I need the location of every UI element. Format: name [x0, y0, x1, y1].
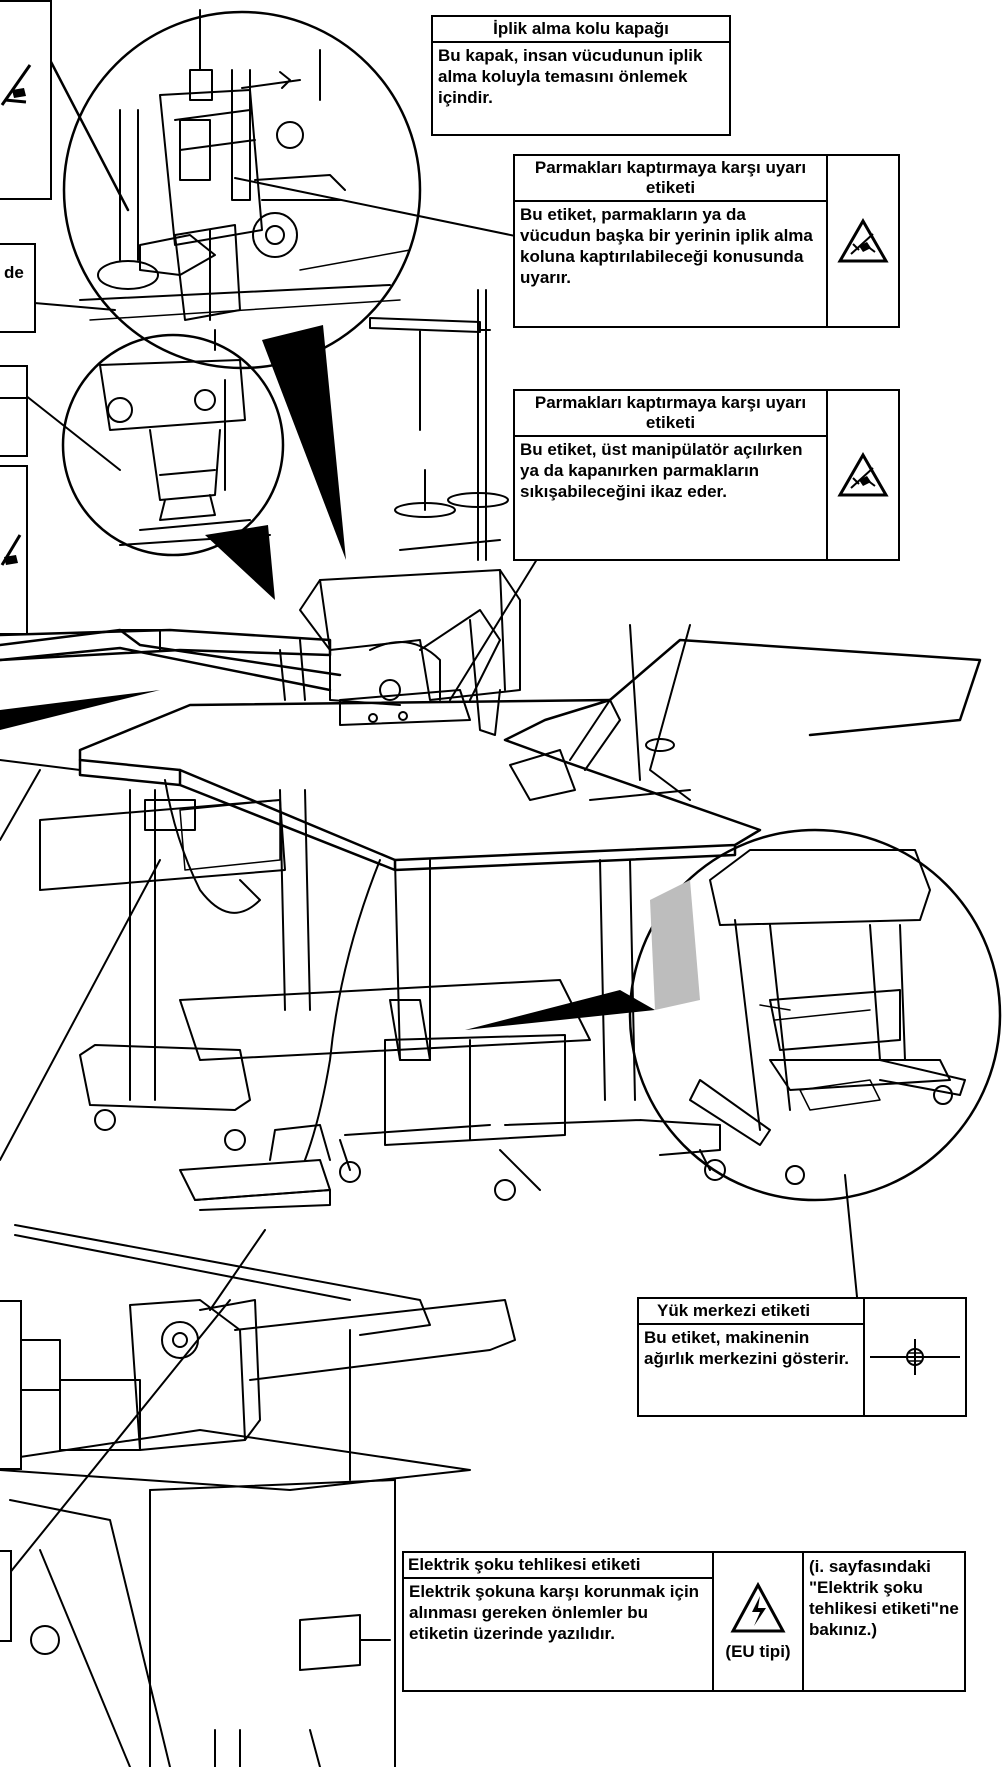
pointer-wedge: [205, 525, 275, 600]
hand-caught-warning-icon: [0, 64, 32, 106]
partial-label-text: de: [4, 263, 24, 282]
leader-thread-cover: [241, 79, 301, 89]
leader-load-center: [844, 1174, 859, 1308]
label-finger-warning-2: Parmakları kaptırmaya karşı uyarı etiket…: [513, 389, 900, 561]
label-title: Elektrik şoku tehlikesi etiketi: [404, 1553, 712, 1579]
machine-stand: [39, 624, 726, 1201]
center-of-gravity-icon: [870, 1339, 960, 1375]
label-body: Bu etiket, makinenin ağırlık merkezini g…: [644, 1328, 850, 1368]
thread-take-up-detail: [79, 9, 411, 351]
partial-label-box: [0, 0, 52, 200]
high-voltage-warning-icon: [730, 1581, 786, 1632]
leader-line: [48, 58, 130, 212]
label-note: (i. sayfasın­daki "Elektrik şoku tehlike…: [809, 1557, 959, 1639]
label-thread-take-up-cover: İplik alma kolu kapağı Bu kapak, insan v…: [431, 15, 731, 136]
partial-label-box: [0, 365, 28, 457]
detail-circle-presser: [61, 333, 285, 557]
pointer-wedge: [262, 325, 346, 560]
spool-stand: [369, 289, 509, 561]
partial-label-box: de: [0, 243, 36, 333]
label-load-center: Yük merkezi etiketi Bu etiket, makinenin…: [637, 1297, 967, 1417]
detail-circle-load-center: [628, 828, 1002, 1202]
partial-label-box: [0, 1300, 22, 1470]
hand-caught-warning-icon: [837, 218, 889, 263]
lower-detail-view: [0, 1224, 516, 1767]
label-title: İplik alma kolu kapağı: [433, 17, 729, 43]
label-finger-warning-1: Parmakları kaptırmaya karşı uyarı etiket…: [513, 154, 900, 328]
partial-label-box: [0, 465, 28, 635]
label-body: Bu etiket, üst manipülatör açılırken ya …: [520, 440, 803, 501]
icon-caption: (EU tipi): [725, 1641, 791, 1661]
partial-label-box: [0, 1550, 12, 1642]
label-electric-shock: Elektrik şoku tehlikesi etiketi Elektrik…: [402, 1551, 966, 1692]
label-body: Elektrik şokuna karşı korun­mak için alı…: [409, 1582, 700, 1643]
pointer-wedge: [465, 990, 655, 1030]
label-body: Bu etiket, parmakların ya da vücudun baş…: [520, 205, 813, 287]
stand-detail: [689, 849, 966, 1185]
leader-lower-2: [0, 1299, 231, 1586]
hand-caught-warning-icon: [837, 452, 889, 497]
handle-bar: [0, 628, 342, 692]
leader-lower-1: [209, 1229, 266, 1311]
machine-table: [0, 628, 982, 872]
presser-detail: [99, 359, 271, 546]
label-title: Parmakları kaptırmaya karşı uyarı etiket…: [515, 391, 826, 437]
pedal-and-cable: [164, 779, 381, 1211]
label-title: Yük merkezi etiketi: [639, 1299, 863, 1325]
label-title: Parmakları kaptırmaya karşı uyarı etiket…: [515, 156, 826, 202]
hand-caught-warning-icon: [0, 534, 22, 566]
label-body: Bu kapak, insan vücudunun iplik alma kol…: [438, 46, 703, 107]
detail-circle-thread-take-up: [62, 10, 422, 370]
leader-finger-warning-1: [234, 177, 526, 239]
sewing-head: [279, 569, 521, 736]
